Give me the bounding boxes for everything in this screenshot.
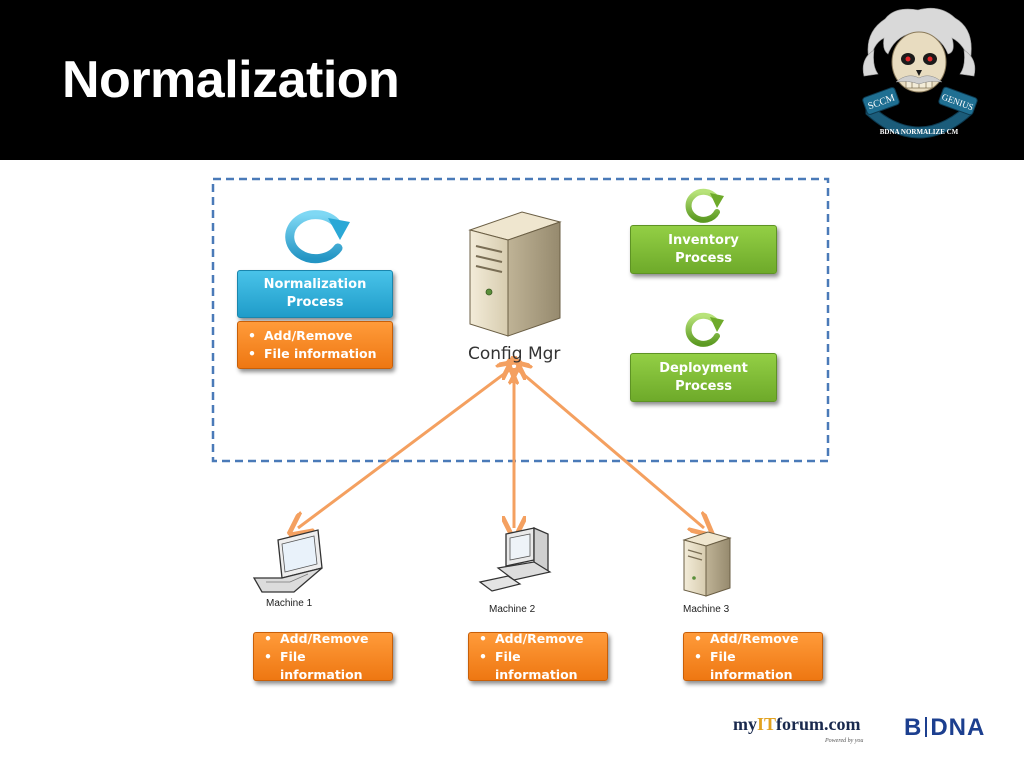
refresh-icon-deployment	[685, 312, 724, 347]
inventory-line2: Process	[675, 250, 732, 266]
sccm-genius-logo: SCCM GENIUS BDNA NORMALIZE CM	[862, 7, 978, 139]
machine-1-label: Machine 1	[266, 598, 313, 609]
normalization-bullet-1: Add/Remove	[248, 327, 392, 345]
bdna-logo: B DNA	[904, 714, 985, 742]
myit-suffix: forum.com	[776, 714, 861, 734]
myitforum-tagline: Powered by you	[825, 738, 864, 744]
normalization-line2: Process	[286, 295, 344, 310]
inventory-process-box: Inventory Process	[630, 225, 777, 274]
normalization-bullets-box: Add/Remove File information	[237, 321, 393, 369]
machine-3-label: Machine 3	[683, 604, 730, 615]
machine-2-label: Machine 2	[489, 604, 536, 615]
config-mgr-server-icon	[468, 211, 562, 337]
machine-2-bullet-1: Add/Remove	[479, 630, 607, 648]
server-icon	[682, 531, 732, 597]
refresh-icon-inventory	[685, 188, 724, 223]
bdna-dna: DNA	[930, 714, 986, 741]
refresh-icon-normalization	[285, 210, 350, 264]
config-mgr-label: Config Mgr	[468, 344, 561, 364]
slide-header: Normalization SCCM GENIUS BDNA NORMALIZE…	[0, 0, 1024, 160]
bdna-divider	[925, 717, 928, 737]
slide-title: Normalization	[62, 51, 400, 109]
machine-3-bullet-1: Add/Remove	[694, 630, 822, 648]
deployment-process-box: Deployment Process	[630, 353, 777, 402]
normalization-bullet-2: File information	[248, 345, 392, 363]
bdna-b: B	[904, 714, 923, 741]
myit-prefix: my	[733, 714, 757, 734]
laptop-icon	[252, 529, 323, 593]
deployment-line2: Process	[675, 378, 732, 394]
deployment-line1: Deployment	[659, 360, 748, 376]
config-mgr-boundary	[211, 177, 830, 463]
myitforum-logo: myITforum.com	[733, 714, 861, 735]
machine-1-bullets-box: Add/Remove File information	[253, 630, 393, 684]
normalization-process-box: Normalization Process	[237, 270, 393, 318]
machine-1-bullet-1: Add/Remove	[264, 630, 392, 648]
machine-2-bullet-2: File information	[479, 648, 607, 684]
arrow-config-machine1	[298, 368, 512, 528]
machine-2-bullets-box: Add/Remove File information	[468, 630, 608, 684]
normalization-line1: Normalization	[263, 277, 367, 292]
myit-it: IT	[757, 714, 777, 734]
logo-bottom-text: BDNA NORMALIZE CM	[880, 128, 959, 136]
machine-3-bullets-box: Add/Remove File information	[683, 630, 823, 684]
machine-3-bullet-2: File information	[694, 648, 822, 684]
machine-1-bullet-2: File information	[264, 648, 392, 684]
arrow-config-machine3	[516, 368, 704, 528]
inventory-line1: Inventory	[668, 232, 739, 248]
desktop-computer-icon	[478, 527, 552, 592]
